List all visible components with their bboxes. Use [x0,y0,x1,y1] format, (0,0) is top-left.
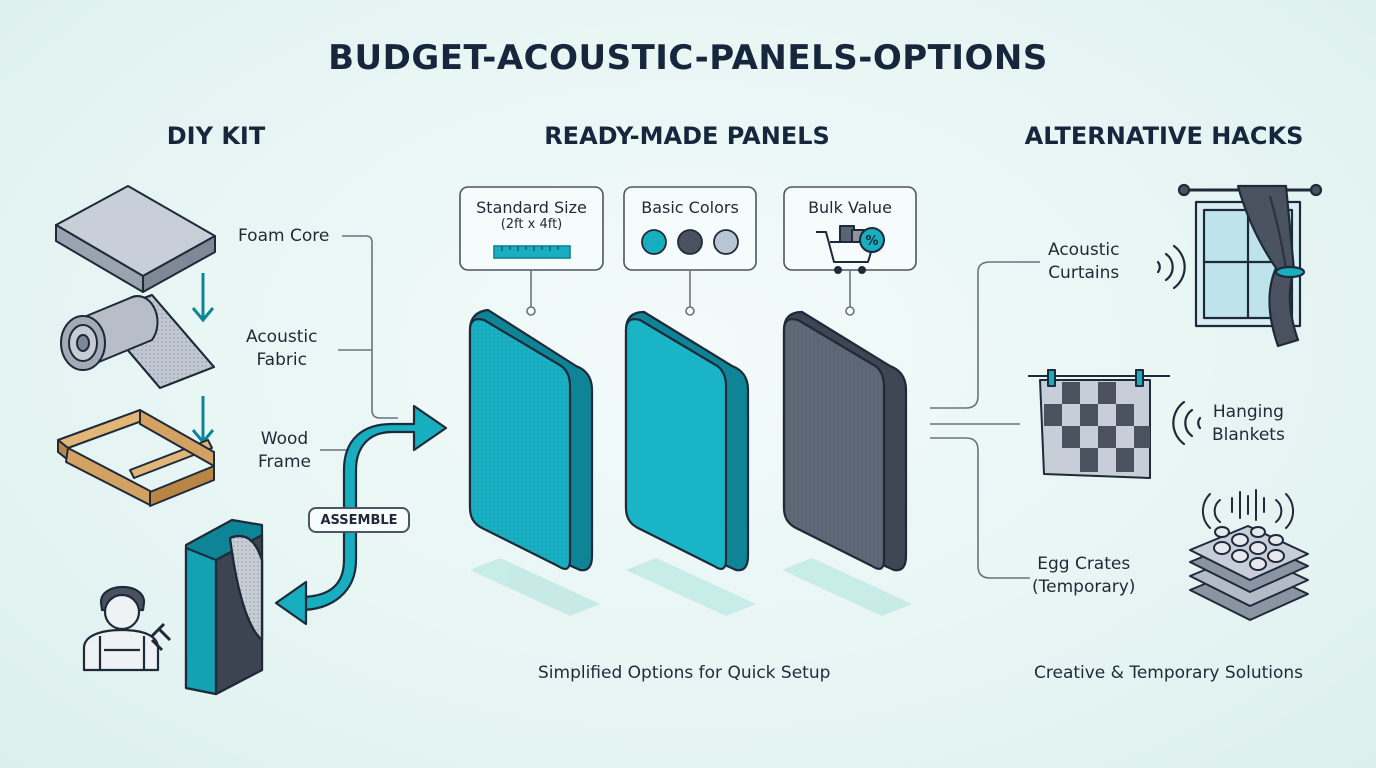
cart-icon [816,225,885,274]
alternative-hacks-heading: ALTERNATIVE HACKS [1024,122,1304,150]
window-curtain-icon [1177,183,1323,348]
assemble-badge: ASSEMBLE [308,507,410,533]
diy-kit-heading: DIY KIT [166,122,266,150]
diy-item-acoustic-fabric: Acoustic Fabric [246,327,318,370]
ready-made-heading: READY-MADE PANELS [544,122,830,150]
swatch-light [713,229,739,255]
feature-bulk-value: Bulk Value [784,198,916,217]
feature-label: Bulk Value [808,198,892,217]
feature-label: Standard Size [476,198,587,217]
ready-panel-gray [782,310,908,572]
foam-core-icon [55,185,216,293]
swatch-dark [677,229,703,255]
hacks-caption: Creative & Temporary Solutions [1034,663,1304,683]
diy-item-foam-core: Foam Core [238,226,330,246]
hack-connectors [930,261,1040,579]
diy-item-wood-frame: Wood Frame [258,429,311,472]
connector-lines [320,235,398,451]
ruler-icon [493,245,571,259]
swatch-teal [641,229,667,255]
assemble-arrow-icon [274,404,448,626]
fabric-roll-icon [60,294,215,389]
ready-made-caption: Simplified Options for Quick Setup [538,663,831,683]
diy-panel-icon [184,518,264,696]
hack-item-egg-crates: Egg Crates (Temporary) [1032,554,1136,597]
ready-panel-teal-2 [624,310,750,572]
down-arrow-icon [191,273,215,323]
hack-item-acoustic-curtains: Acoustic Curtains [1048,240,1120,283]
feature-basic-colors: Basic Colors [624,198,756,217]
blanket-icon [1028,369,1170,479]
feature-label: Basic Colors [641,198,739,217]
color-swatches [641,229,739,255]
feature-standard-size: Standard Size (2ft x 4ft) [460,198,603,232]
worker-icon [82,585,172,672]
down-arrow-icon [191,396,215,445]
page-title: BUDGET-ACOUSTIC-PANELS-OPTIONS [328,38,1048,78]
panel-shadows [470,558,912,616]
feature-sub: (2ft x 4ft) [500,217,563,232]
ready-panel-teal-1 [468,308,594,572]
sound-wave-icon [1156,244,1202,446]
svg-text:%: % [865,234,878,249]
egg-crate-icon [1189,525,1309,621]
sound-wave-icon [1201,489,1295,529]
wood-frame-icon [57,409,215,507]
hack-item-hanging-blankets: Hanging Blankets [1212,402,1285,445]
card-pins [526,270,855,316]
